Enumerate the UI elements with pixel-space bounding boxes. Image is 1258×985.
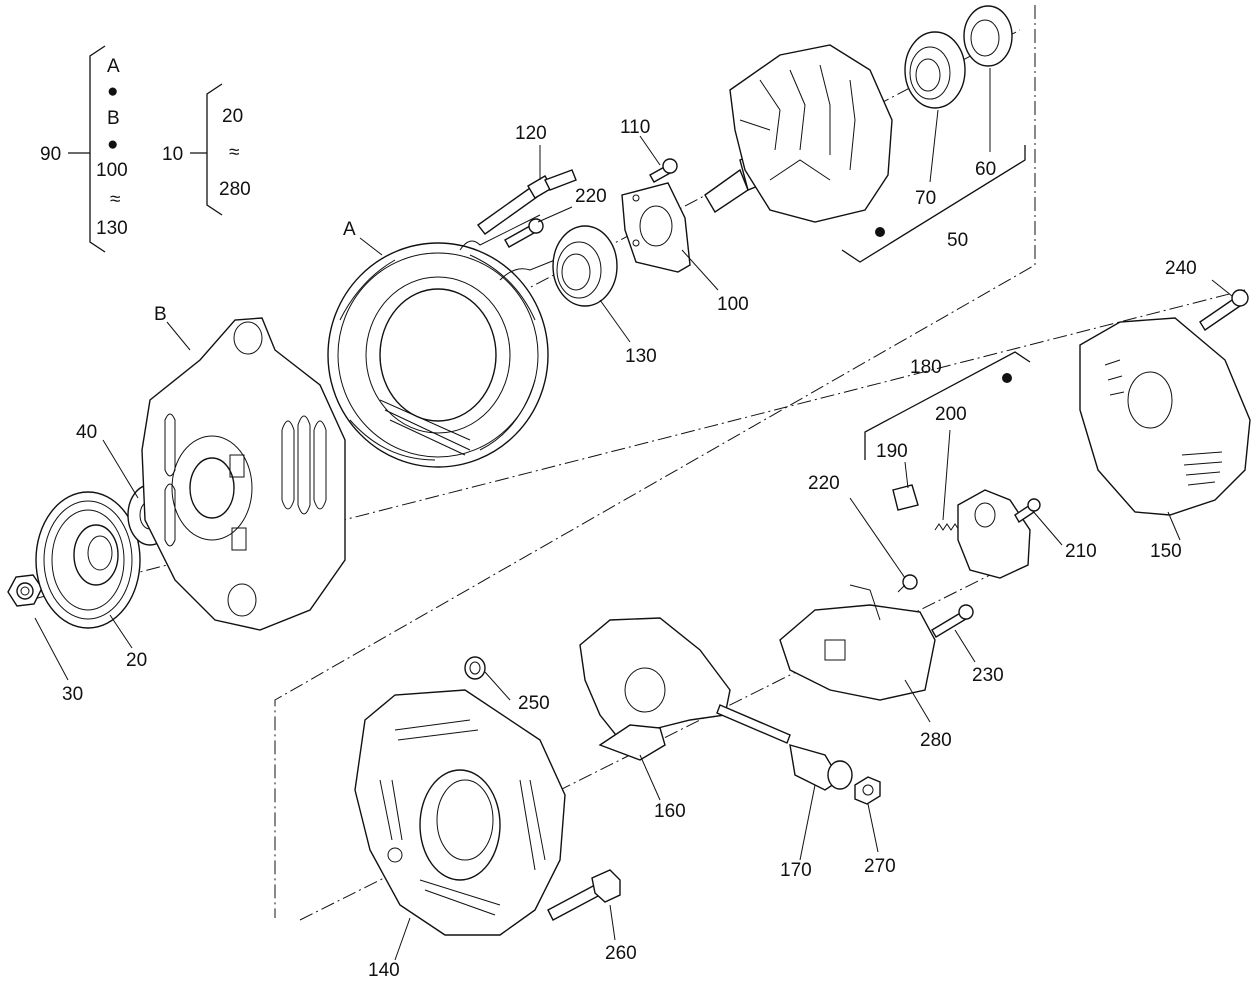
legend-10-item: 20 <box>222 106 243 127</box>
bracket-180 <box>864 351 1031 460</box>
label-260: 260 <box>605 943 637 964</box>
marker-dot <box>1002 373 1012 383</box>
pulley-20 <box>35 491 141 629</box>
marker-dot <box>875 227 885 237</box>
label-220-middle: 220 <box>808 473 840 494</box>
regulator-280 <box>779 584 936 701</box>
cover-60 <box>963 5 1013 67</box>
label-160: 160 <box>654 801 686 822</box>
label-170: 170 <box>780 860 812 881</box>
label-200: 200 <box>935 404 967 425</box>
legend-90-item: 130 <box>96 218 128 239</box>
bolt-240 <box>1199 289 1249 331</box>
rear-cover-150 <box>1079 317 1251 516</box>
bearing-70 <box>904 31 966 109</box>
leader-lines <box>34 68 1233 961</box>
rectifier-160 <box>579 617 731 761</box>
label-140: 140 <box>368 960 400 981</box>
label-60: 60 <box>975 159 996 180</box>
brush-190 <box>892 484 919 511</box>
bolt-260 <box>547 869 621 921</box>
plate-100 <box>621 182 691 273</box>
label-190: 190 <box>876 441 908 462</box>
nut-270 <box>854 776 881 805</box>
stator-A <box>327 214 556 468</box>
label-30: 30 <box>62 684 83 705</box>
bolt-120 <box>476 169 577 235</box>
label-270: 270 <box>864 856 896 877</box>
spring-200 <box>934 523 960 531</box>
label-230: 230 <box>972 665 1004 686</box>
terminal-bolt-170 <box>716 704 853 791</box>
label-50: 50 <box>947 230 968 251</box>
nut-30 <box>7 574 43 607</box>
label-100: 100 <box>717 294 749 315</box>
legend-group-90: 90 A ● B ● 100 ≈ 130 <box>40 45 128 253</box>
legend-10-number: 10 <box>162 144 183 165</box>
label-210: 210 <box>1065 541 1097 562</box>
label-20: 20 <box>126 650 147 671</box>
screw-220-middle <box>897 574 918 593</box>
part-labels: 30 20 40 B A 120 220 110 130 100 70 60 5… <box>62 117 1197 981</box>
rear-housing-140 <box>354 689 566 936</box>
legend-90-item: ≈ <box>110 189 120 210</box>
screw-110 <box>649 158 678 183</box>
legend-90-item: 100 <box>96 160 128 181</box>
label-40: 40 <box>76 422 97 443</box>
label-150: 150 <box>1150 541 1182 562</box>
brush-holder-180 <box>957 489 1031 579</box>
legend-10-item: 280 <box>219 179 251 200</box>
label-220-top: 220 <box>575 186 607 207</box>
label-110: 110 <box>620 117 650 138</box>
legend-90-item: A <box>107 56 120 77</box>
label-130: 130 <box>625 346 657 367</box>
screw-210 <box>1014 498 1041 523</box>
legend-10-item: ≈ <box>229 142 239 163</box>
legend-group-10: 10 20 ≈ 280 <box>162 83 251 216</box>
label-120: 120 <box>515 123 547 144</box>
legend-90-number: 90 <box>40 144 61 165</box>
label-A: A <box>343 219 356 240</box>
bolt-230 <box>931 604 974 638</box>
bracket-50 <box>841 145 1026 263</box>
label-240: 240 <box>1165 258 1197 279</box>
legend-90-item: ● <box>107 81 118 102</box>
label-B: B <box>154 304 167 325</box>
legend-90-item: ● <box>107 134 118 155</box>
label-70: 70 <box>915 188 936 209</box>
label-250: 250 <box>518 693 550 714</box>
label-280: 280 <box>920 730 952 751</box>
grommet-250 <box>464 656 486 680</box>
label-180: 180 <box>910 357 942 378</box>
legend-90-item: B <box>107 108 120 129</box>
front-housing-B <box>141 317 346 631</box>
screw-220-top <box>504 218 544 248</box>
bearing-130 <box>552 225 618 307</box>
rotor-50 <box>704 44 893 223</box>
